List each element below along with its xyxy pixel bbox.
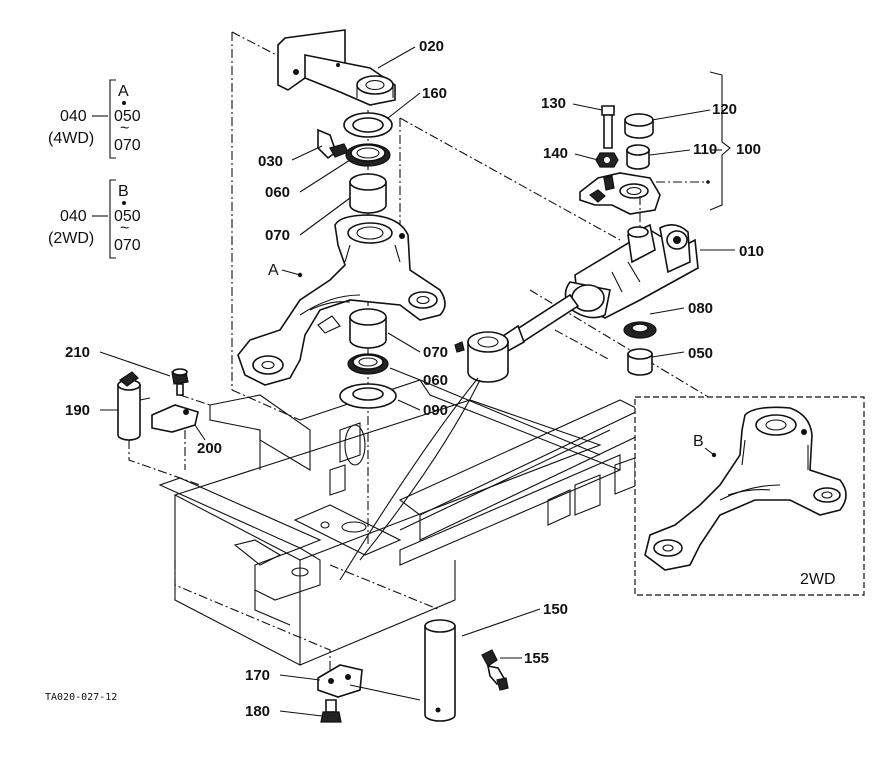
- variant-a-dot: [122, 101, 126, 105]
- variant-b-drive: (2WD): [48, 230, 94, 247]
- callout-200: 200: [197, 440, 222, 457]
- part-180-bolt: [320, 699, 342, 723]
- inset-caption: 2WD: [800, 571, 836, 588]
- part-020-bracket: [277, 29, 396, 106]
- callout-020: 020: [419, 38, 444, 55]
- part-050-bush: [627, 348, 653, 376]
- callout-030: 030: [258, 153, 283, 170]
- part-030-bolt: [317, 128, 349, 160]
- variant-a-tilde: ~: [120, 120, 129, 137]
- callout-140: 140: [543, 145, 568, 162]
- part-130-bolt: [601, 105, 615, 149]
- part-190-pin: [117, 371, 151, 441]
- part-090-washer: [339, 383, 397, 409]
- part-155-fitting: [481, 649, 509, 691]
- part-120-cap: [624, 113, 654, 139]
- variant-b-letter: B: [118, 183, 129, 200]
- part-070-bushing-upper: [349, 173, 387, 214]
- view-marker-b: B: [693, 433, 704, 450]
- inset-2wd: 2WD: [634, 396, 865, 596]
- callout-010: 010: [739, 243, 764, 260]
- callout-labels: 020 160 130 120 140 110 100 030 060 070 …: [65, 38, 764, 720]
- pin-line: [339, 377, 479, 581]
- callout-090: 090: [423, 402, 448, 419]
- view-marker-a-leader: [281, 269, 301, 276]
- variant-b-range-from: 050: [114, 208, 141, 225]
- part-160-seal: [343, 112, 393, 138]
- ball-joint-arm: [579, 172, 661, 215]
- pin-axis-line: [329, 564, 441, 611]
- variant-a-letter: A: [118, 83, 129, 100]
- part-170-plate: [317, 664, 363, 698]
- pin-line-2: [359, 379, 481, 561]
- variant-legend-b: B 040 050 ~ 070 (2WD): [48, 179, 141, 259]
- callout-leaders: [99, 46, 735, 717]
- ball-joint-dot: [706, 180, 710, 184]
- part-080-washer: [623, 321, 657, 339]
- knuckle-arm-b: [644, 406, 847, 571]
- pin-190-line: [128, 440, 201, 486]
- variant-b-range-to: 070: [114, 237, 141, 254]
- drawing-code: TA020-027-12: [45, 692, 117, 703]
- part-070-bushing-lower: [349, 308, 387, 349]
- callout-120: 120: [712, 101, 737, 118]
- callout-070-upper: 070: [265, 227, 290, 244]
- callout-080: 080: [688, 300, 713, 317]
- plate-170-line: [349, 684, 421, 701]
- part-110-bush: [626, 144, 650, 170]
- callout-180: 180: [245, 703, 270, 720]
- part-200-plate: [151, 404, 199, 433]
- variant-a-drive: (4WD): [48, 130, 94, 147]
- part-060-bearing-upper: [345, 143, 391, 167]
- callout-150: 150: [543, 601, 568, 618]
- callout-130: 130: [541, 95, 566, 112]
- callout-070-lower: 070: [423, 344, 448, 361]
- part-210-bolt: [171, 368, 189, 396]
- callout-155: 155: [524, 650, 549, 667]
- view-marker-b-dot: [711, 452, 717, 458]
- view-marker-a-dot: [297, 272, 303, 278]
- callout-190: 190: [65, 402, 90, 419]
- variant-a-range-from: 050: [114, 108, 141, 125]
- bracket-100: [709, 71, 731, 211]
- pin-210-line: [179, 394, 211, 406]
- view-marker-a: A: [268, 262, 279, 279]
- callout-060-lower: 060: [423, 372, 448, 389]
- variant-b-dot: [122, 201, 126, 205]
- callout-210: 210: [65, 344, 90, 361]
- knuckle-arm-a: [237, 214, 446, 386]
- callout-170: 170: [245, 667, 270, 684]
- part-060-bearing-lower: [347, 353, 389, 375]
- callout-100: 100: [736, 141, 761, 158]
- variant-a-range-to: 070: [114, 137, 141, 154]
- part-010-cylinder: [454, 223, 699, 383]
- callout-160: 160: [422, 85, 447, 102]
- callout-060-upper: 060: [265, 184, 290, 201]
- callout-110: 110: [693, 141, 717, 158]
- lower-axis-line: [174, 560, 331, 670]
- variant-legend-a: A 040 050 ~ 070 (4WD): [48, 79, 141, 159]
- callout-050: 050: [688, 345, 713, 362]
- part-150-pin: [424, 619, 456, 722]
- part-140-nut: [595, 152, 619, 168]
- chassis-frame: [158, 379, 642, 666]
- variant-b-tilde: ~: [120, 220, 129, 237]
- variant-b-code: 040: [60, 208, 87, 225]
- variant-a-code: 040: [60, 108, 87, 125]
